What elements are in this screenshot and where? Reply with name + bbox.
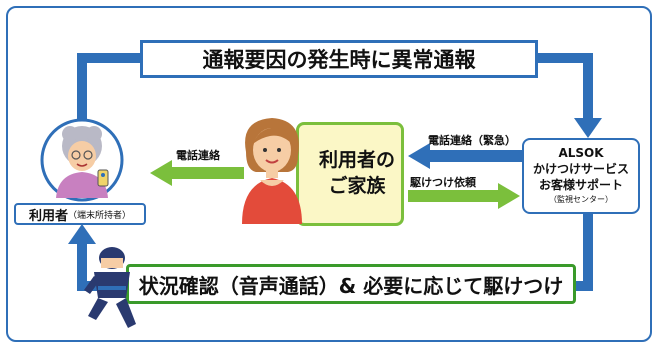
family-member-icon bbox=[242, 118, 302, 224]
bottom-label-box: 状況確認（音声通話）& 必要に応じて駆けつけ bbox=[126, 264, 576, 304]
family-label-line2: ご家族 bbox=[328, 175, 386, 197]
family-label-line1: 利用者の bbox=[318, 149, 395, 172]
family-to-alsok-arrowhead bbox=[498, 183, 520, 209]
alsok-center-box: ALSOK かけつけサービス お客様サポート （監視センター） bbox=[522, 138, 640, 214]
response-flow-arrowhead bbox=[68, 224, 96, 244]
guard-icon bbox=[84, 247, 136, 328]
diagram-frame bbox=[6, 6, 652, 342]
alsok-to-family-label: 電話連絡（緊急） bbox=[428, 134, 516, 147]
alert-flow-arrowhead bbox=[574, 118, 602, 138]
alsok-to-family-arrowhead bbox=[408, 143, 430, 169]
user-label-box: 利用者 （端末所持者） bbox=[14, 203, 146, 225]
alsok-monitoring-note: （監視センター） bbox=[549, 195, 613, 205]
alsok-name: ALSOK bbox=[558, 146, 604, 161]
top-label-box: 通報要因の発生時に異常通報 bbox=[140, 40, 538, 78]
alsok-service: かけつけサービス bbox=[532, 162, 629, 176]
family-box: 利用者の ご家族 bbox=[296, 122, 404, 226]
user-label: 利用者 bbox=[28, 208, 68, 224]
user-label-sub: （端末所持者） bbox=[68, 210, 132, 221]
family-to-user-arrowhead bbox=[150, 160, 172, 186]
user-icon bbox=[40, 118, 124, 202]
alsok-support: お客様サポート bbox=[538, 177, 623, 192]
family-to-alsok-label: 駆けつけ依頼 bbox=[410, 176, 476, 189]
family-to-user-label: 電話連絡 bbox=[176, 149, 220, 162]
